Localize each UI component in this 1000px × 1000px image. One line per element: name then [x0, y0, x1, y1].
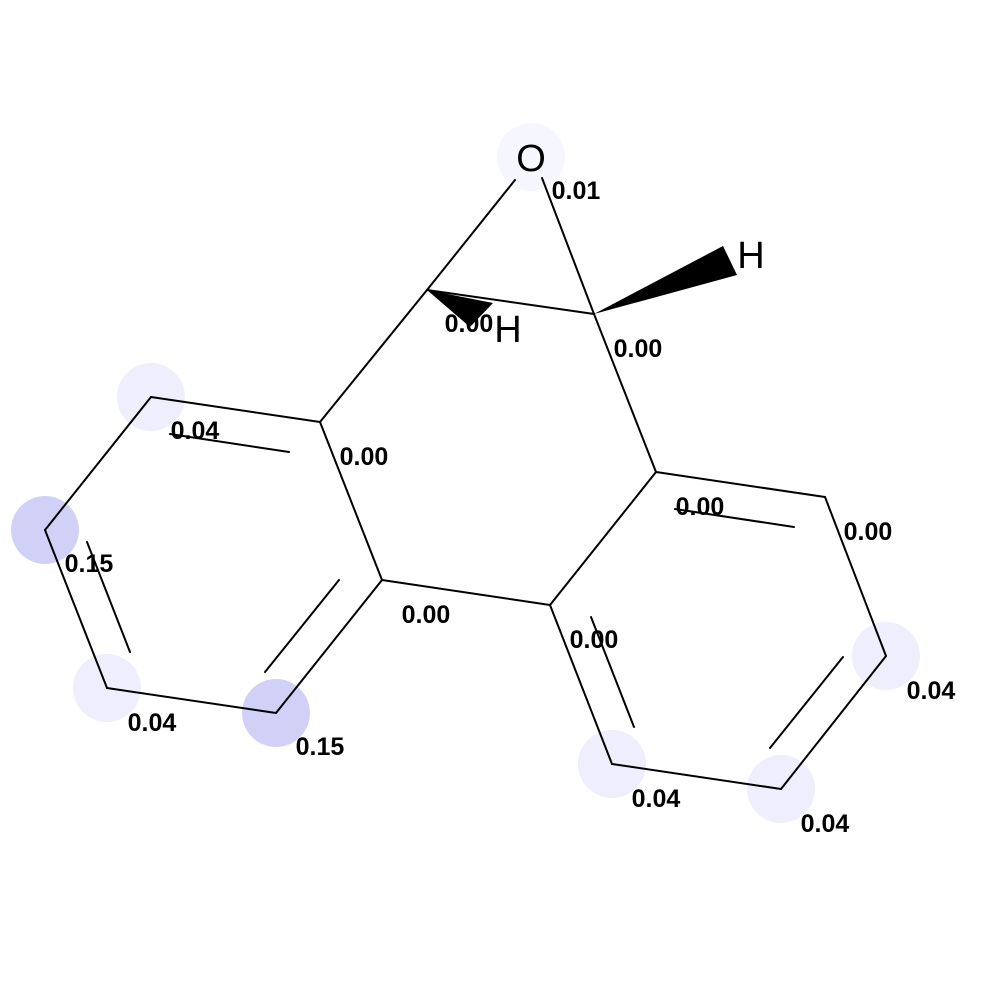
bond-c-b1-c-b2-inner [674, 508, 795, 528]
bond-c-a5-c-a6-inner [264, 579, 340, 673]
bond-c-a2-c-a3 [44, 396, 152, 531]
bond-c-b3-c-b4-inner [769, 656, 844, 749]
bond-c-a6-c-a1 [319, 421, 383, 581]
bond-c-a5-c-a6 [275, 579, 383, 714]
value-label-c-b1: 0.00 [676, 493, 725, 521]
bond-c-epox-right-c-b1 [593, 313, 657, 473]
bond-c-b4-c-b5 [611, 763, 782, 790]
halo-o [497, 123, 565, 191]
atom-o-label: O [516, 138, 546, 180]
bond-c-b3-c-b4 [780, 655, 887, 790]
bond-c-epox-left-c-a1 [319, 289, 428, 423]
wedge-bond-c-epox-left-h [427, 290, 493, 327]
value-label-c-a4: 0.04 [128, 709, 177, 737]
value-label-c-a6: 0.00 [402, 601, 451, 629]
bond-c-a3-c-a4-inner [86, 541, 131, 653]
value-label-c-b4: 0.04 [801, 810, 850, 838]
value-label-c-epox-right: 0.00 [614, 335, 663, 363]
value-label-c-b3: 0.04 [907, 677, 956, 705]
bond-c-epox-left-c-epox-right [426, 289, 595, 315]
value-label-c-a3: 0.15 [65, 550, 114, 578]
bond-c-a1-c-a2 [150, 396, 321, 423]
bond-c-b5-c-b6-inner [590, 616, 635, 728]
value-label-c-b2: 0.00 [844, 518, 893, 546]
bond-layer [44, 177, 887, 790]
bond-c-a6-c-b6 [381, 579, 551, 606]
wedge-bond-c-epox-right-h [594, 246, 737, 314]
atom-h-right-label: H [737, 235, 764, 277]
value-label-c-a2: 0.04 [171, 417, 220, 445]
value-label-c-a1: 0.00 [340, 443, 389, 471]
bond-c-a4-c-a5 [106, 687, 277, 714]
value-label-layer: 0.01 0.00 0.00 0.00 0.04 0.15 0.04 0.15 … [65, 177, 956, 838]
value-label-c-a5: 0.15 [296, 733, 345, 761]
bond-c-a1-c-a2-inner [169, 433, 290, 453]
bond-c-b5-c-b6 [549, 604, 613, 765]
value-label-o: 0.01 [552, 177, 601, 205]
bond-c-b1-c-b2 [655, 471, 826, 498]
bond-o-c-epox-right [541, 177, 595, 315]
value-label-c-b5: 0.04 [632, 785, 681, 813]
bond-c-b6-c-b1 [549, 471, 657, 606]
value-label-c-epox-left: 0.00 [445, 310, 494, 338]
atom-h-left-label: H [494, 309, 521, 351]
bond-c-a3-c-a4 [44, 529, 108, 689]
value-label-c-b6: 0.00 [570, 626, 619, 654]
atom-label-layer: O H H [494, 138, 764, 351]
bond-c-b2-c-b3 [824, 496, 887, 657]
bond-c-epox-left-o [426, 179, 516, 291]
